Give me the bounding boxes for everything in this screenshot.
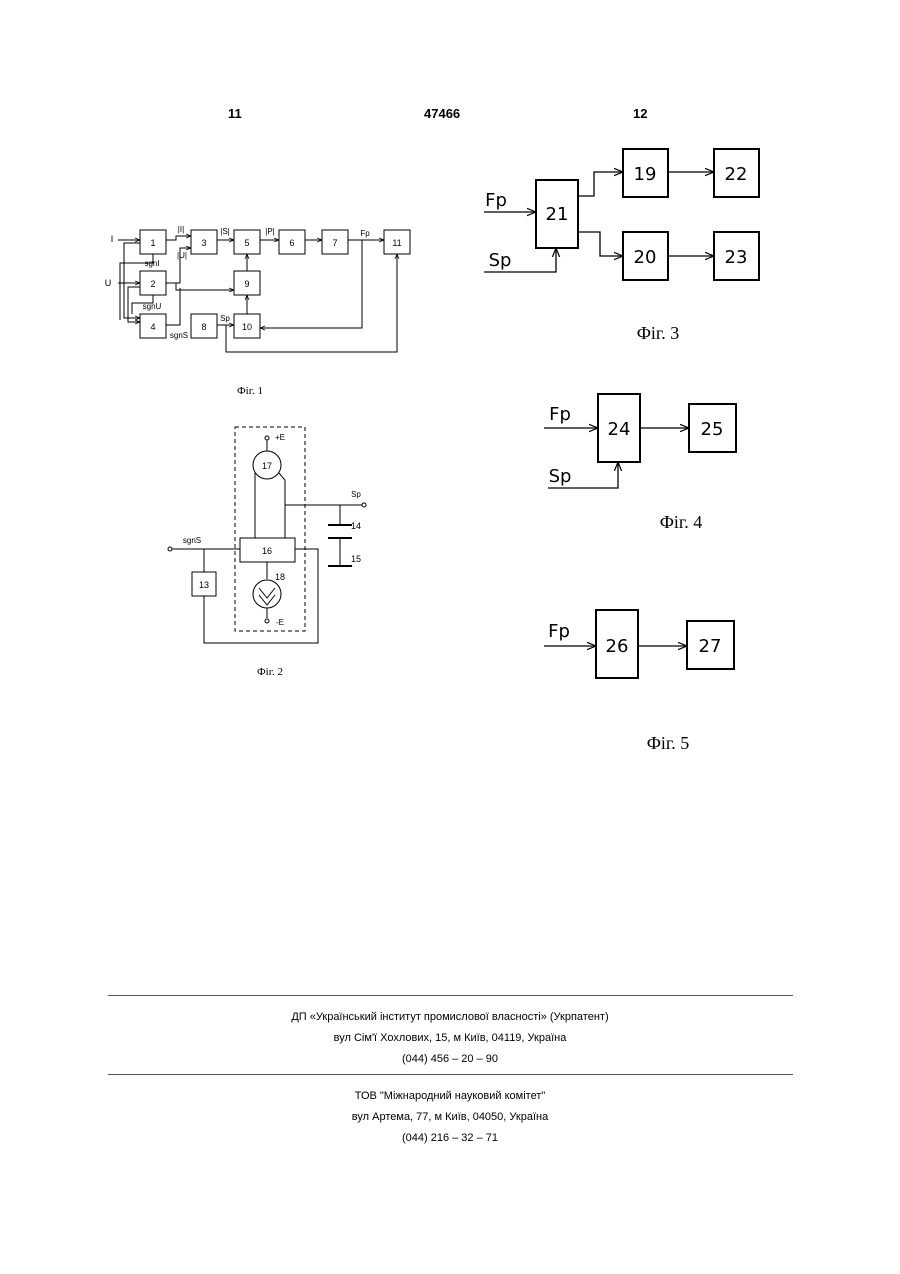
fig1-label-2: 2 <box>150 279 155 289</box>
footer-org-1: ДП «Український інститут промислової вла… <box>0 1011 900 1023</box>
footer-divider-middle <box>108 1074 793 1075</box>
fig2-label-17: 17 <box>262 461 272 471</box>
fig1-label-sgnS: sgnS <box>170 331 188 340</box>
fig4-caption: Фіг. 4 <box>660 512 703 532</box>
fig2-element-18 <box>253 580 281 608</box>
fig1-label-8: 8 <box>201 322 206 332</box>
fig4-input-Fp: Fp <box>549 404 571 425</box>
fig1-label-Fp: Fp <box>360 229 370 238</box>
fig4-label-24: 24 <box>608 419 631 440</box>
fig2-caption: Фіг. 2 <box>257 666 283 678</box>
figure-1-text: 1 2 3 4 5 6 7 8 9 10 11 I U |I| |S| |P| … <box>105 225 402 397</box>
fig3-input-Sp: Sp <box>489 250 512 271</box>
fig1-label-sgnI: sgnI <box>144 259 159 268</box>
fig2-dashed-boundary <box>235 427 305 631</box>
fig2-terminal-plusE <box>265 436 269 440</box>
fig1-input-I: I <box>111 234 114 244</box>
fig1-label-7: 7 <box>332 238 337 248</box>
fig1-label-9: 9 <box>244 279 249 289</box>
fig3-label-20: 20 <box>634 247 657 268</box>
fig1-label-sgnU: sgnU <box>143 302 162 311</box>
fig3-input-Fp: Fp <box>485 190 507 211</box>
fig1-label-11: 11 <box>392 238 401 248</box>
fig5-input-Fp: Fp <box>548 621 570 642</box>
fig1-label-absS: |S| <box>220 227 230 236</box>
figure-3 <box>484 149 759 280</box>
fig2-label-sgnS: sgnS <box>183 536 201 545</box>
fig2-terminal-minusE <box>265 619 269 623</box>
fig2-label-Sp: Sp <box>351 490 361 499</box>
fig1-label-1: 1 <box>150 238 155 248</box>
fig2-label-13: 13 <box>199 580 209 590</box>
fig1-label-6: 6 <box>289 238 294 248</box>
figure-4-text: 24 25 Fp Sp Фіг. 4 <box>549 404 724 532</box>
fig1-caption: Фіг. 1 <box>237 385 263 397</box>
fig1-label-10: 10 <box>242 322 252 332</box>
fig2-terminal-sgnS <box>168 547 172 551</box>
fig2-label-15: 15 <box>351 554 361 564</box>
footer-address-2: вул Артема, 77, м Київ, 04050, Україна <box>0 1111 900 1123</box>
footer-org-2: ТОВ "Міжнародний науковий комітет" <box>0 1090 900 1102</box>
footer-address-1: вул Сім'ї Хохлових, 15, м Київ, 04119, У… <box>0 1032 900 1044</box>
fig4-input-Sp: Sp <box>549 466 572 487</box>
figure-1 <box>118 230 410 352</box>
fig2-terminal-Sp <box>362 503 366 507</box>
figure-5-text: 26 27 Fp Фіг. 5 <box>548 621 721 753</box>
fig5-label-26: 26 <box>606 636 629 657</box>
fig2-label-16: 16 <box>262 546 272 556</box>
fig3-label-23: 23 <box>725 247 748 268</box>
fig1-label-absI: |I| <box>178 225 184 234</box>
fig1-label-Sp: Sp <box>220 314 230 323</box>
fig2-label-minusE: -E <box>276 618 284 627</box>
figure-4 <box>544 394 736 488</box>
fig1-label-4: 4 <box>150 322 155 332</box>
fig2-label-18: 18 <box>275 572 285 582</box>
fig4-label-25: 25 <box>701 419 724 440</box>
fig5-caption: Фіг. 5 <box>647 733 690 753</box>
figure-2-text: 17 16 13 18 +E -E Sp sgnS 14 15 Фіг. 2 <box>183 433 362 678</box>
fig2-label-plusE: +E <box>275 433 285 442</box>
figure-2 <box>168 427 366 643</box>
fig1-input-U: U <box>105 278 112 288</box>
fig3-label-22: 22 <box>725 164 748 185</box>
fig1-label-3: 3 <box>201 238 206 248</box>
fig3-caption: Фіг. 3 <box>637 323 680 343</box>
fig1-label-absP: |P| <box>265 227 275 236</box>
fig5-label-27: 27 <box>699 636 722 657</box>
fig3-label-21: 21 <box>546 204 569 225</box>
footer-phone-2: (044) 216 – 32 – 71 <box>0 1132 900 1144</box>
footer-divider-top <box>108 995 793 996</box>
fig3-label-19: 19 <box>634 164 657 185</box>
footer-phone-1: (044) 456 – 20 – 90 <box>0 1053 900 1065</box>
fig1-label-5: 5 <box>244 238 249 248</box>
figure-3-text: 21 19 22 20 23 Fp Sp Фіг. 3 <box>485 164 747 343</box>
fig2-label-14: 14 <box>351 521 361 531</box>
fig1-label-absU: |U| <box>177 251 187 260</box>
